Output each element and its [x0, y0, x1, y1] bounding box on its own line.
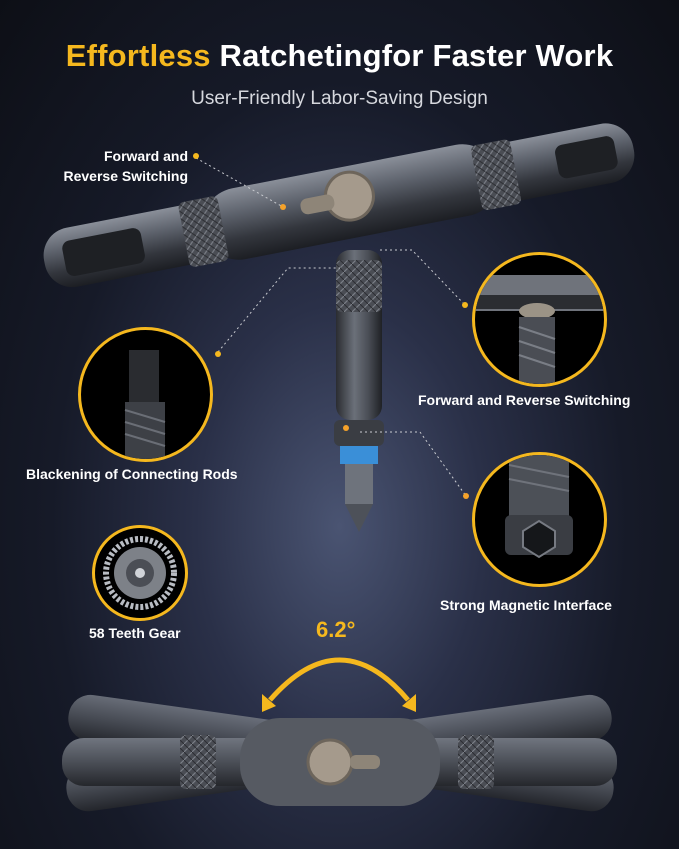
vertical-shaft: [280, 204, 384, 532]
angle-arc: [268, 657, 410, 702]
hex-rod-icon: [124, 350, 166, 459]
magnetic-detail-circle: [472, 452, 607, 587]
socket-icon: [505, 455, 573, 559]
connecting-rod-detail-circle: [78, 327, 213, 462]
angle-label: 6.2°: [316, 617, 356, 642]
switch-detail-icon: [475, 275, 604, 384]
page-title: Effortless Ratchetingfor Faster Work: [0, 38, 679, 74]
gear-icon: [103, 536, 177, 610]
rods-label: Blackening of Connecting Rods: [26, 466, 238, 482]
top-switch-line1: Forward and: [103, 148, 188, 164]
magnetic-label: Strong Magnetic Interface: [440, 597, 612, 613]
top-switch-line2: Reverse Switching: [63, 168, 189, 184]
page-subtitle: User-Friendly Labor-Saving Design: [191, 88, 488, 109]
bottom-tool: [62, 694, 617, 812]
gear-detail-circle: [92, 525, 188, 621]
title-highlight: Effortless: [65, 38, 211, 73]
title-rest: Ratchetingfor Faster Work: [219, 38, 614, 73]
gear-label: 58 Teeth Gear: [89, 625, 181, 641]
top-switch-label: Forward and Reverse Switching: [60, 146, 189, 186]
right-switch-label: Forward and Reverse Switching: [418, 392, 631, 408]
t-handle: [43, 123, 635, 288]
callout-lines: [195, 157, 467, 497]
switch-detail-circle: [472, 252, 607, 387]
